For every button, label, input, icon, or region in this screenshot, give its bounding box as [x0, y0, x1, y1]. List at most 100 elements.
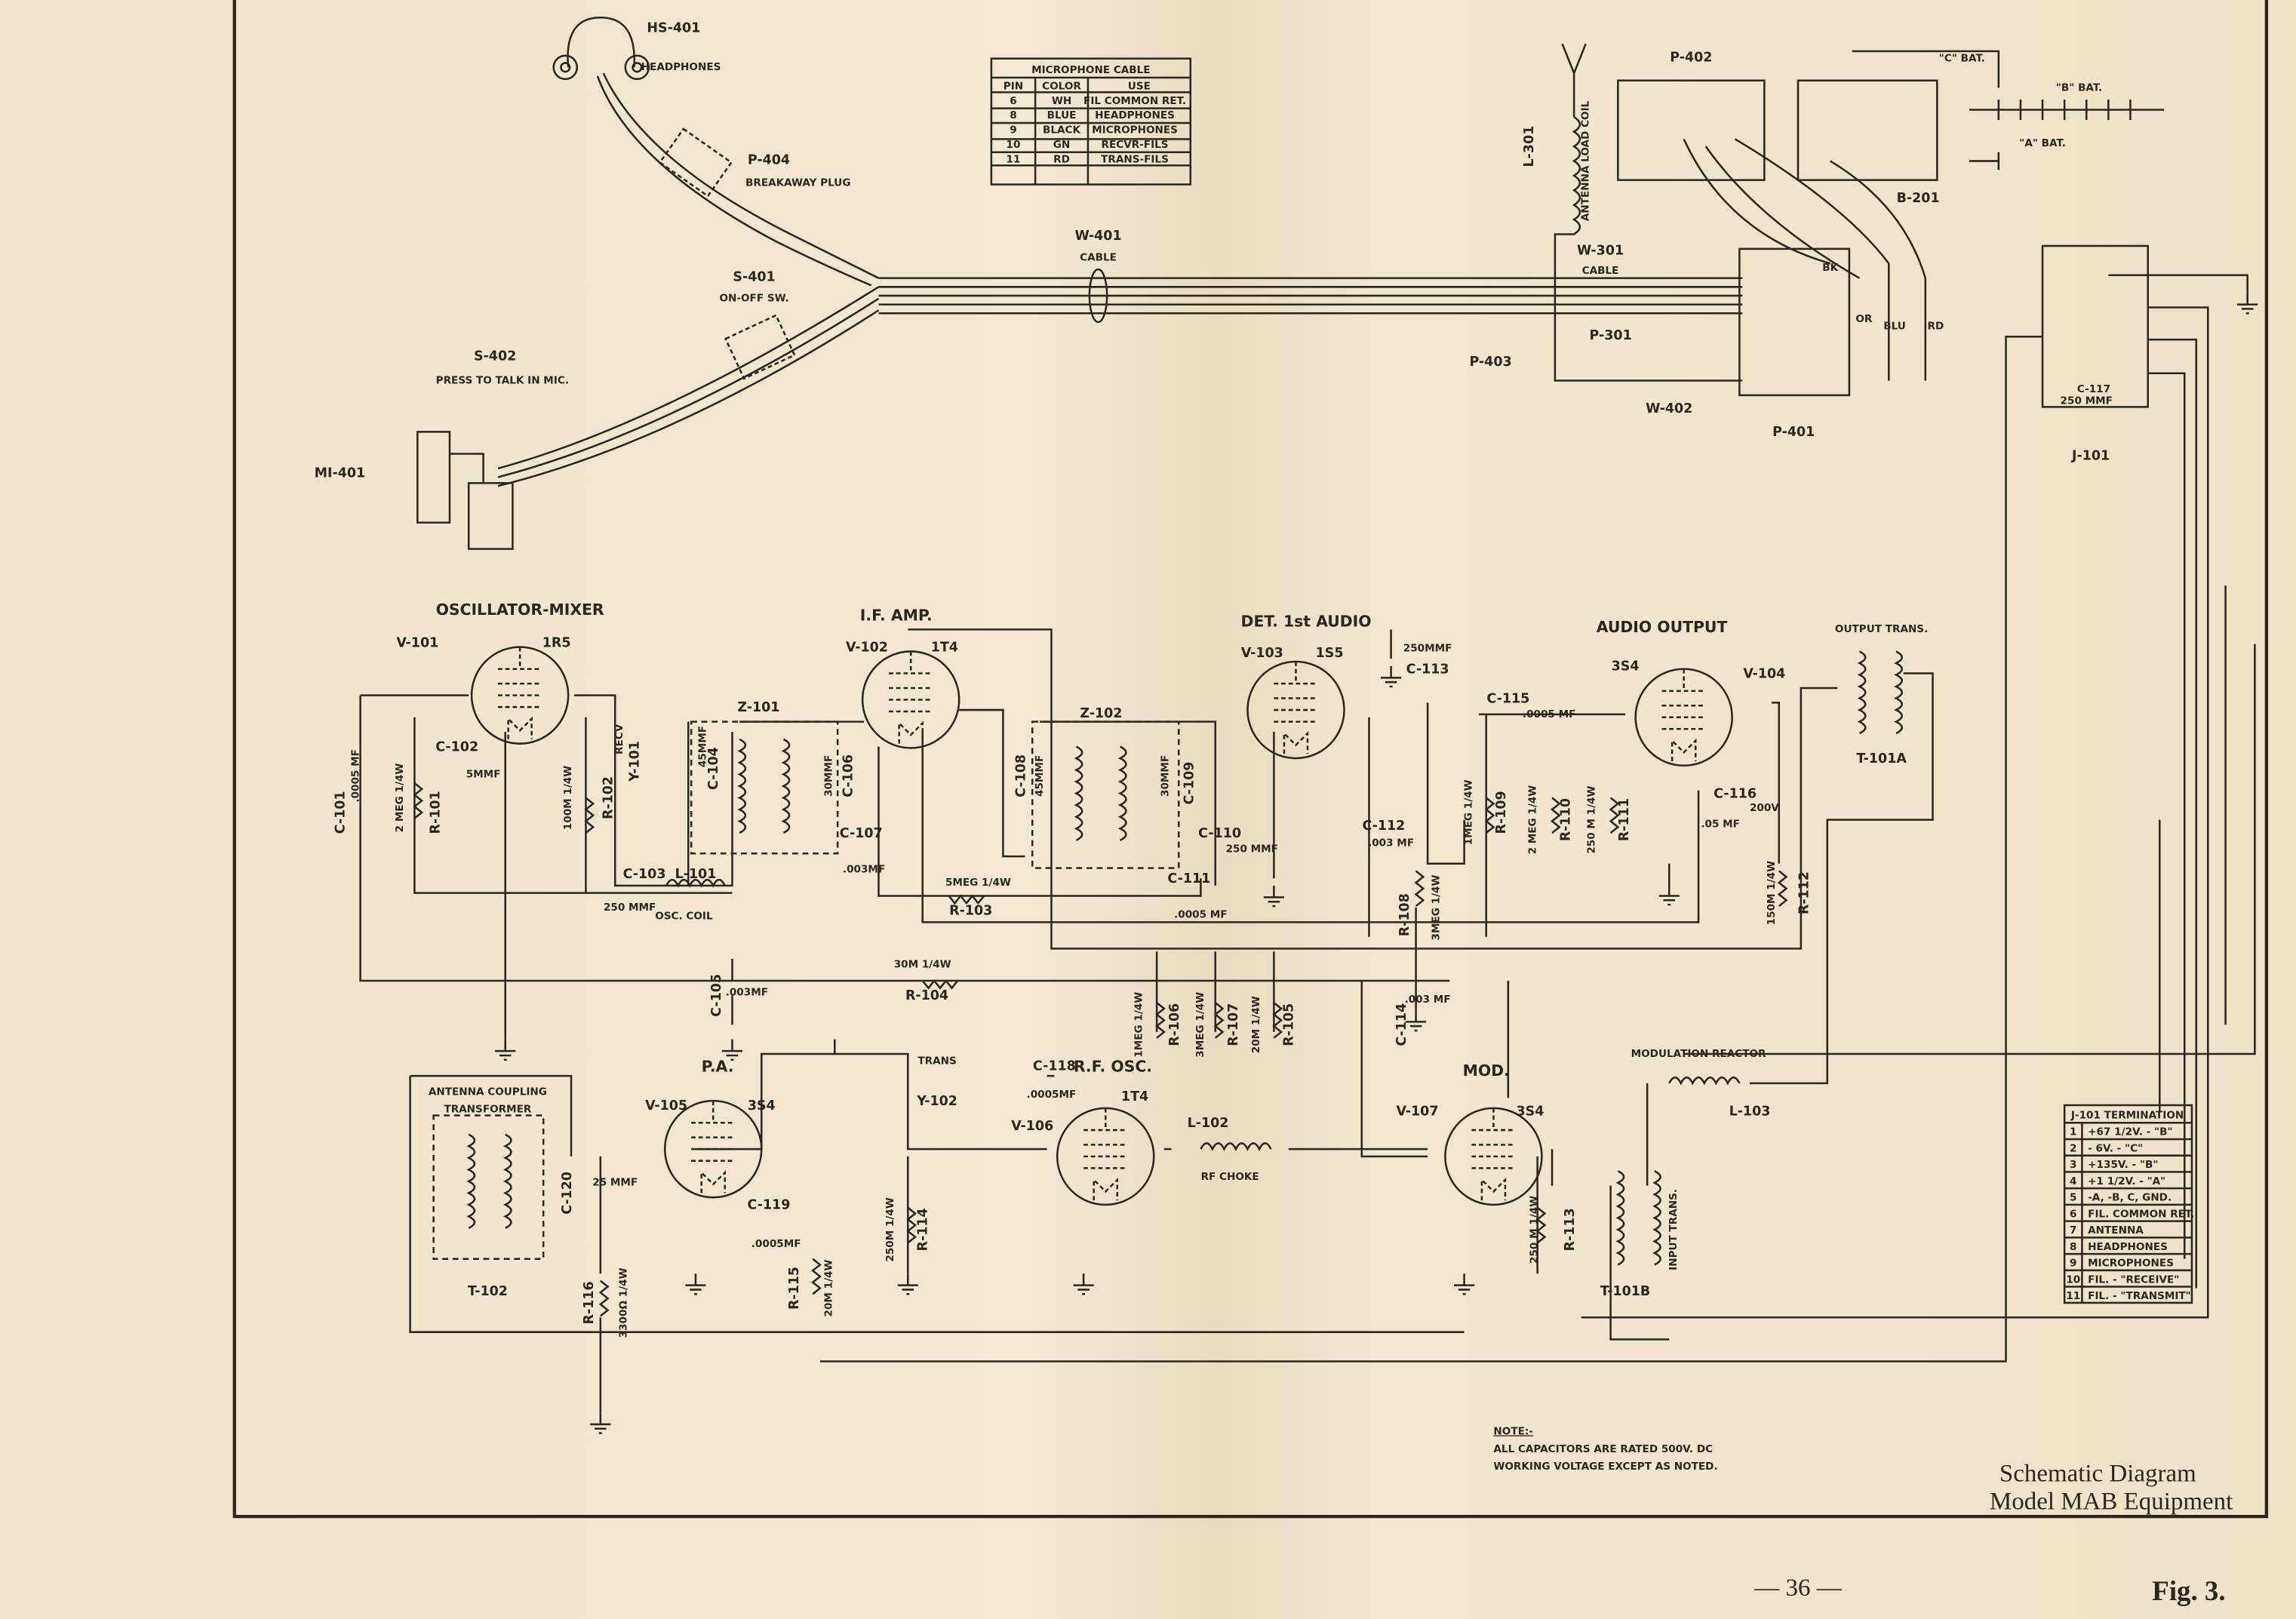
- label-v104: V-104: [1743, 666, 1785, 681]
- termination-use: - 6V. - "C": [2088, 1142, 2143, 1154]
- termination-pin: 1: [2070, 1126, 2076, 1138]
- resistor-r108: [1414, 870, 1425, 908]
- label-r114: R-114: [916, 1208, 931, 1251]
- label-c102v: 5MMF: [466, 768, 501, 780]
- label-bbat: "B" BAT.: [2056, 81, 2102, 94]
- label-c111: C-111: [1167, 871, 1210, 886]
- label-c111v: .0005 MF: [1174, 909, 1227, 921]
- label-v107: V-107: [1397, 1104, 1439, 1120]
- label-t1r5: 1R5: [542, 636, 571, 651]
- cable-table-title: MICROPHONE CABLE: [1031, 64, 1151, 76]
- t101b-primary: [1615, 1170, 1625, 1266]
- label-cable1: CABLE: [1080, 251, 1117, 263]
- label-c117: C-117: [2077, 383, 2110, 395]
- label-c110v: 250 MMF: [1226, 843, 1278, 855]
- label-or: OR: [1855, 313, 1873, 325]
- label-oscmix: OSCILLATOR-MIXER: [436, 601, 604, 619]
- label-t1t4a: 1T4: [931, 640, 958, 655]
- label-c113: C-113: [1406, 662, 1449, 677]
- label-c120v: 25 MMF: [592, 1177, 638, 1189]
- ground-icon: [1381, 665, 1402, 688]
- termination-pin: 9: [2070, 1258, 2076, 1270]
- label-r104v: 30M 1/4W: [894, 959, 951, 971]
- vacuum-tube-v107: [1444, 1107, 1543, 1206]
- label-v101: V-101: [396, 636, 438, 651]
- label-c110: C-110: [1198, 826, 1241, 841]
- vacuum-tube-v106: [1056, 1107, 1155, 1206]
- ground-icon: [495, 1039, 516, 1061]
- label-r113v: 250 M 1/4W: [1529, 1196, 1541, 1264]
- ground-icon: [1263, 885, 1284, 908]
- main-cable-w401: [497, 268, 1743, 487]
- plug-p402: [1617, 79, 1766, 181]
- cable-table-cell: 6: [1010, 95, 1016, 107]
- vacuum-tube-v101: [470, 646, 570, 745]
- label-outtrans: OUTPUT TRANS.: [1835, 623, 1928, 635]
- label-t1t4b: 1T4: [1121, 1089, 1148, 1104]
- cable-table-cell: WH: [1052, 95, 1071, 107]
- termination-table-title: J-101 TERMINATION: [2070, 1109, 2184, 1121]
- diagram-border: [232, 0, 2269, 1519]
- label-c117v: 250 MMF: [2061, 395, 2113, 407]
- cable-table-cell: 8: [1010, 109, 1016, 121]
- vacuum-tube-v104: [1634, 668, 1733, 767]
- label-z101: Z-101: [737, 700, 779, 715]
- label-c104: C-104: [706, 747, 721, 790]
- resistor-r116: [598, 1280, 610, 1317]
- resistor-r109: [1484, 797, 1495, 834]
- label-w401: W-401: [1074, 229, 1121, 244]
- cable-table-cell: 9: [1010, 124, 1016, 137]
- ground-icon: [897, 1273, 918, 1295]
- resistor-r105: [1272, 1002, 1283, 1039]
- label-r106v: 1MEG 1/4W: [1133, 992, 1145, 1058]
- z101-secondary-coil: [781, 738, 791, 834]
- cable-table-cell: 11: [1007, 153, 1021, 165]
- resistor-r114: [906, 1206, 917, 1244]
- label-t3s4b: 3S4: [748, 1098, 776, 1114]
- label-r105: R-105: [1282, 1003, 1297, 1046]
- ground-icon: [590, 1412, 611, 1434]
- ground-icon: [1073, 1273, 1094, 1295]
- resistor-r107: [1213, 1002, 1225, 1039]
- resistor-r106: [1155, 1002, 1166, 1039]
- t102-primary-coil: [466, 1133, 476, 1230]
- termination-use: ANTENNA: [2088, 1224, 2144, 1237]
- termination-pin: 5: [2070, 1192, 2076, 1204]
- plug-p401: [1738, 247, 1851, 397]
- label-det: DET. 1st AUDIO: [1241, 612, 1372, 630]
- label-b201: B-201: [1897, 191, 1940, 206]
- label-c115v: .0005 MF: [1523, 708, 1575, 720]
- label-v102: V-102: [846, 640, 888, 655]
- label-abat: "A" BAT.: [2019, 137, 2066, 149]
- label-c103v: 250 MMF: [604, 902, 656, 914]
- label-c105: C-105: [709, 974, 724, 1017]
- label-c107: C-107: [840, 826, 883, 841]
- antenna-coupling-transformer: [432, 1114, 545, 1260]
- termination-use: +1 1/2V. - "A": [2088, 1175, 2165, 1187]
- label-c106v: 30MMF: [822, 755, 834, 797]
- label-r101: R-101: [428, 791, 443, 834]
- ground-icon: [1454, 1273, 1475, 1295]
- label-j101: J-101: [2071, 448, 2110, 463]
- label-r114v: 250M 1/4W: [884, 1197, 896, 1261]
- resistor-r104: [921, 978, 959, 990]
- label-y101v: RECV: [613, 723, 625, 754]
- label-r108: R-108: [1397, 893, 1412, 936]
- label-l101: L-101: [675, 867, 717, 882]
- cable-table-cell: RD: [1053, 153, 1070, 165]
- cable-table-cell: GN: [1053, 139, 1071, 151]
- cable-table-header: USE: [1128, 80, 1151, 92]
- label-t3s4c: 3S4: [1516, 1104, 1544, 1120]
- label-c116v: .05 MF: [1701, 818, 1740, 830]
- label-s402: S-402: [474, 349, 516, 364]
- label-c116w: 200V: [1750, 802, 1779, 814]
- label-y102: Y-102: [916, 1094, 957, 1109]
- label-c103: C-103: [623, 867, 666, 882]
- headphones-symbol: [552, 17, 880, 287]
- j101-wiring: [819, 274, 2248, 1362]
- label-r111: R-111: [1617, 798, 1632, 841]
- label-s401: S-401: [733, 270, 775, 285]
- termination-use: MICROPHONES: [2088, 1258, 2174, 1270]
